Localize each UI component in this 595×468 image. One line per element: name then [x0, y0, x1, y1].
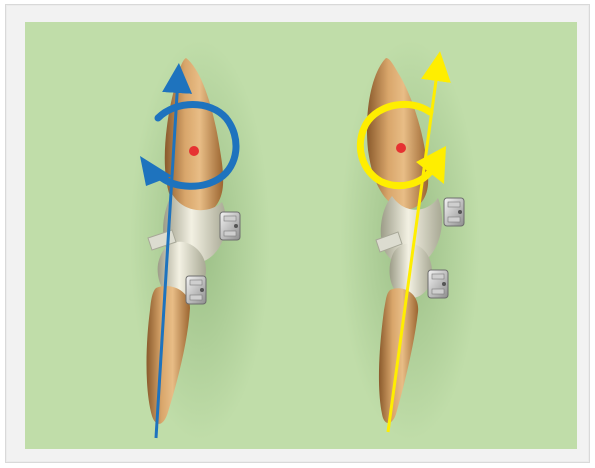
- right-bracket-upper: [444, 198, 464, 226]
- right-tooth-group: [340, 40, 480, 440]
- left-center-of-resistance-icon: [189, 146, 199, 156]
- left-bracket-lower: [186, 276, 206, 304]
- left-bracket-upper: [220, 212, 240, 240]
- right-center-of-resistance-icon: [396, 143, 406, 153]
- left-tooth-group: [130, 40, 270, 440]
- right-bracket-lower: [428, 270, 448, 298]
